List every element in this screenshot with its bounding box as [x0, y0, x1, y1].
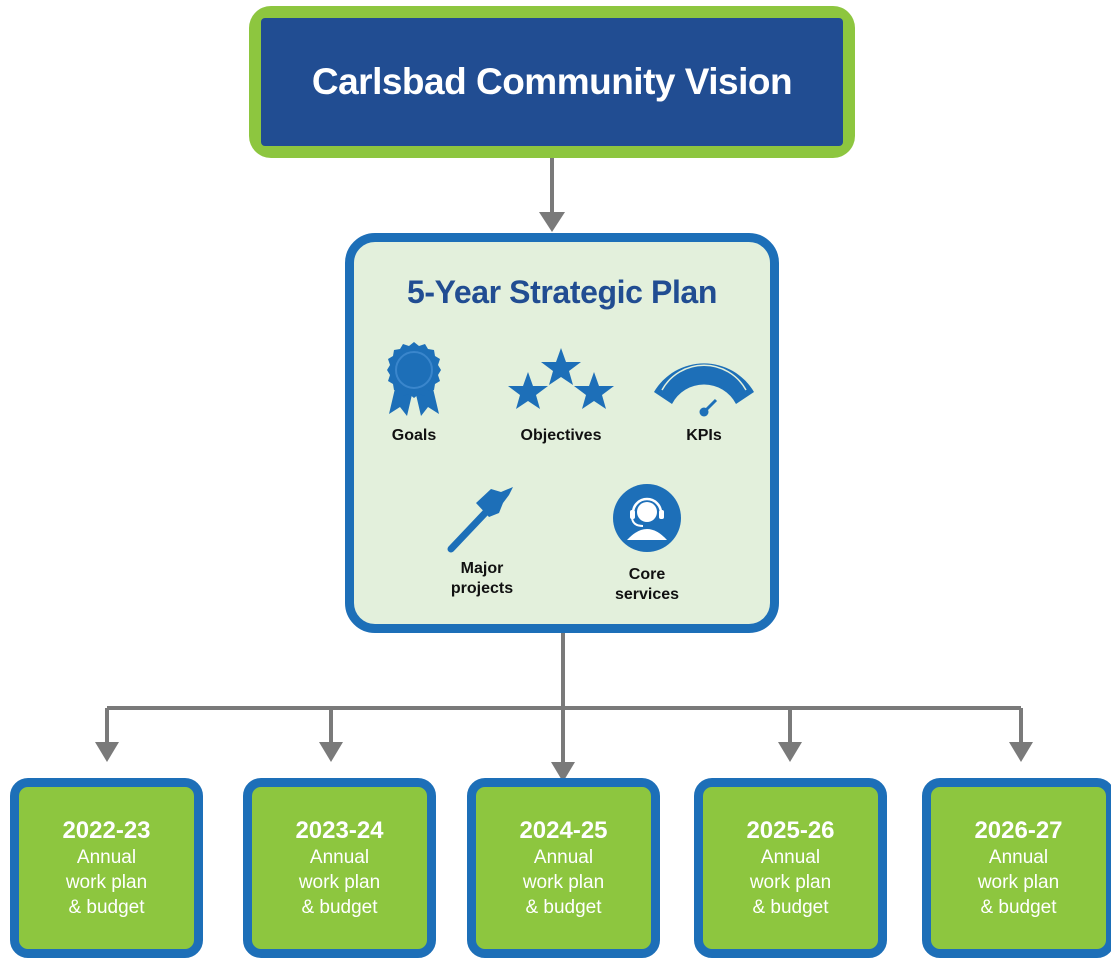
- year-line-budget: & budget: [525, 897, 602, 918]
- branch-arrowhead-1: [95, 742, 119, 762]
- branch-arrowhead-5: [1009, 742, 1033, 762]
- ribbon-badge-icon: [383, 340, 445, 420]
- year-label: 2024-25: [519, 817, 608, 844]
- year-line-work-plan: work plan: [65, 872, 148, 893]
- year-line-annual: Annual: [76, 847, 137, 868]
- major-projects-label: Major projects: [450, 560, 514, 597]
- year-line-work-plan: work plan: [749, 872, 832, 893]
- year-line-work-plan: work plan: [522, 872, 605, 893]
- branch-arrowhead-4: [778, 742, 802, 762]
- year-label: 2023-24: [295, 817, 384, 844]
- year-box-2023-24: 2023-24 Annual work plan & budget: [243, 778, 436, 958]
- core-services-label: Core services: [614, 566, 680, 603]
- goals-label: Goals: [391, 427, 437, 444]
- year-line-annual: Annual: [988, 847, 1049, 868]
- year-box-2024-25: 2024-25 Annual work plan & budget: [467, 778, 660, 958]
- year-line-budget: & budget: [752, 897, 829, 918]
- year-line-budget: & budget: [68, 897, 145, 918]
- community-vision-box: Carlsbad Community Vision: [249, 6, 855, 158]
- year-line-annual: Annual: [533, 847, 594, 868]
- year-line-work-plan: work plan: [977, 872, 1060, 893]
- year-line-work-plan: work plan: [298, 872, 381, 893]
- year-line-budget: & budget: [301, 897, 378, 918]
- year-label: 2022-23: [62, 817, 151, 844]
- kpis-label: KPIs: [686, 427, 722, 444]
- year-line-annual: Annual: [309, 847, 370, 868]
- year-line-annual: Annual: [760, 847, 821, 868]
- year-box-2025-26: 2025-26 Annual work plan & budget: [694, 778, 887, 958]
- stars-icon: [506, 340, 616, 420]
- hammer-icon: [443, 483, 517, 557]
- strategic-plan-box: 5-Year Strategic Plan Goals Objectives K…: [345, 233, 779, 633]
- branch-arrowhead-2: [319, 742, 343, 762]
- year-box-2022-23: 2022-23 Annual work plan & budget: [10, 778, 203, 958]
- community-vision-inner: Carlsbad Community Vision: [261, 18, 843, 146]
- headset-person-icon: [611, 482, 683, 554]
- strategic-plan-title: 5-Year Strategic Plan: [407, 274, 717, 310]
- vision-to-plan-arrowhead: [539, 212, 565, 232]
- objectives-label: Objectives: [520, 427, 602, 444]
- year-box-2026-27: 2026-27 Annual work plan & budget: [922, 778, 1111, 958]
- year-line-budget: & budget: [980, 897, 1057, 918]
- year-label: 2025-26: [746, 817, 835, 844]
- year-label: 2026-27: [974, 817, 1063, 844]
- gauge-icon: [648, 346, 760, 422]
- community-vision-title: Carlsbad Community Vision: [311, 61, 793, 102]
- branch-arrowhead-3: [551, 762, 575, 782]
